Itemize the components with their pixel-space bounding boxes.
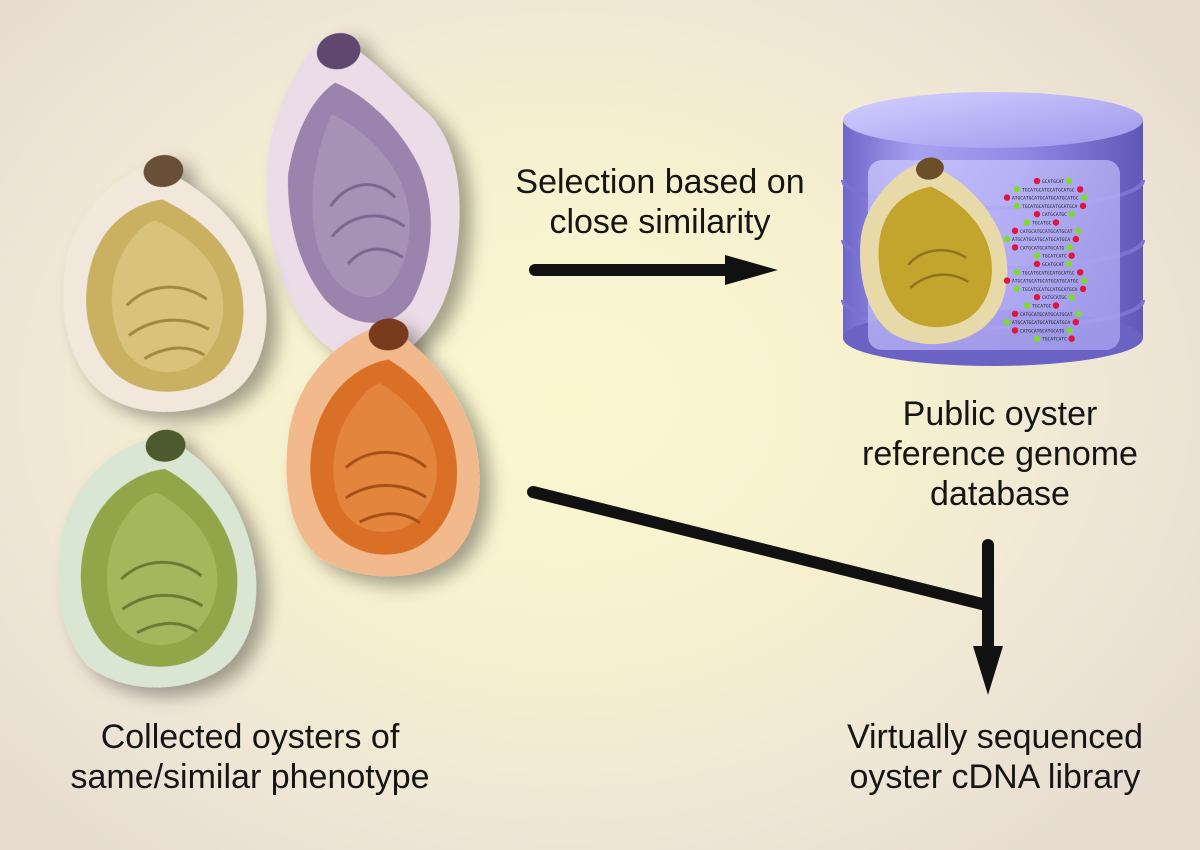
sequence-text: CATGCATGC: [1042, 295, 1067, 301]
sequence-text: ATGCATGCATGCATGCATGCATGC: [1012, 279, 1079, 285]
sequence-marker: [1033, 211, 1041, 218]
sequence-text: TGCATGCATGCATGCATGC: [1022, 187, 1075, 193]
sequence-marker: [1076, 186, 1084, 193]
green-oyster: [57, 429, 257, 688]
sequence-text: TGCATGCATGCATGCATGCA: [1022, 204, 1078, 210]
sequence-marker: [1013, 269, 1021, 276]
public-database-label-line-2: reference genome: [862, 435, 1138, 473]
dna-sequence-list: GCATGCATTGCATGCATGCATGCATGCATGCATGCATGCA…: [1003, 177, 1088, 343]
sequence-marker: [1003, 235, 1011, 243]
sequence-marker: [1052, 219, 1060, 226]
sequence-marker: [1011, 310, 1019, 317]
virtual-label-line-1: Virtually sequenced: [846, 718, 1144, 756]
sequence-text: ATGCATGCATGCATGCATGCA: [1012, 320, 1070, 326]
sequence-marker: [1076, 269, 1084, 276]
sequence-marker: [1066, 244, 1073, 251]
sequence-text: TGCATCATC: [1042, 254, 1067, 260]
sequence-text: CATGCATGCATGCATG: [1020, 328, 1064, 334]
virtual-library-label: Virtually sequenced oyster cDNA library: [795, 717, 1195, 797]
orange-oyster: [286, 318, 480, 577]
sequence-marker: [1072, 235, 1080, 243]
sequence-marker: [1023, 302, 1031, 309]
sequence-text: CATGCATGCATGCATGCAT: [1020, 312, 1073, 318]
sequence-text: GCATGCAT: [1042, 262, 1064, 268]
public-database-label-line-3: database: [930, 475, 1070, 513]
selection-label-line-2: close similarity: [549, 203, 771, 241]
sequence-marker: [1003, 318, 1011, 326]
sequence-marker: [1081, 194, 1088, 201]
sequence-marker: [1068, 335, 1075, 342]
sequence-marker: [1033, 177, 1041, 185]
sequence-marker: [1033, 294, 1041, 301]
sequence-marker: [1074, 227, 1082, 234]
sequence-marker: [1074, 310, 1082, 317]
sequence-marker: [1068, 294, 1075, 301]
sequence-text: TGCATGCATGCATGCATGCA: [1022, 287, 1078, 293]
sequence-marker: [1081, 277, 1088, 284]
collected-label-line-1: Collected oysters of: [100, 718, 400, 756]
sequence-marker: [1072, 318, 1080, 326]
sequence-text: TGCATGC: [1032, 304, 1052, 310]
collected-oysters-label: Collected oysters of same/similar phenot…: [20, 717, 480, 797]
selection-label-line-1: Selection based on: [515, 163, 805, 201]
selection-label: Selection based on close similarity: [480, 162, 840, 242]
sequence-text: TGCATCATC: [1042, 337, 1067, 343]
sequence-marker: [1052, 302, 1060, 309]
sequence-marker: [1065, 260, 1073, 268]
sequence-text: ATGCATGCATGCATGCATGCA: [1012, 237, 1070, 243]
sequence-marker: [1079, 202, 1087, 210]
sequence-marker: [1079, 285, 1087, 293]
sequence-marker: [1011, 244, 1019, 251]
sequence-text: CATGCATGCATGCATGCAT: [1020, 229, 1073, 235]
database-to-library-arrow: [973, 539, 1003, 695]
beige-oyster: [63, 154, 267, 412]
sequence-marker: [1033, 335, 1041, 342]
virtual-label-line-2: oyster cDNA library: [849, 758, 1141, 796]
collected-label-line-2: same/similar phenotype: [70, 758, 430, 796]
public-database-label-line-1: Public oyster: [902, 395, 1098, 433]
sequence-marker: [1068, 252, 1075, 259]
public-database-label: Public oyster reference genome database: [800, 394, 1200, 514]
database-oyster: [860, 157, 1008, 345]
sequence-marker: [1003, 277, 1011, 284]
sequence-marker: [1065, 177, 1073, 185]
sequence-marker: [1013, 202, 1021, 210]
sequence-marker: [1068, 211, 1075, 218]
sequence-marker: [1023, 219, 1031, 226]
sequence-marker: [1003, 194, 1011, 201]
sequence-marker: [1013, 285, 1021, 293]
sequence-marker: [1033, 260, 1041, 268]
sequence-marker: [1011, 227, 1019, 234]
selection-arrow: [529, 255, 778, 285]
sequence-text: ATGCATGCATGCATGCATGCATGC: [1012, 196, 1079, 202]
sequence-text: GCATGCAT: [1042, 179, 1064, 185]
reference-database-cylinder: GCATGCATTGCATGCATGCATGCATGCATGCATGCATGCA…: [841, 92, 1145, 366]
sequence-marker: [1011, 327, 1019, 334]
sequence-marker: [1033, 252, 1041, 259]
sequence-text: TGCATGC: [1032, 221, 1052, 227]
sequence-text: CATGCATGCATGCATG: [1020, 245, 1064, 251]
sequence-text: TGCATGCATGCATGCATGC: [1022, 270, 1075, 276]
sequence-marker: [1013, 186, 1021, 193]
collected-to-library-line: [527, 486, 992, 611]
sequence-text: CATGCATGC: [1042, 212, 1067, 218]
sequence-marker: [1066, 327, 1073, 334]
purple-oyster: [266, 33, 460, 362]
